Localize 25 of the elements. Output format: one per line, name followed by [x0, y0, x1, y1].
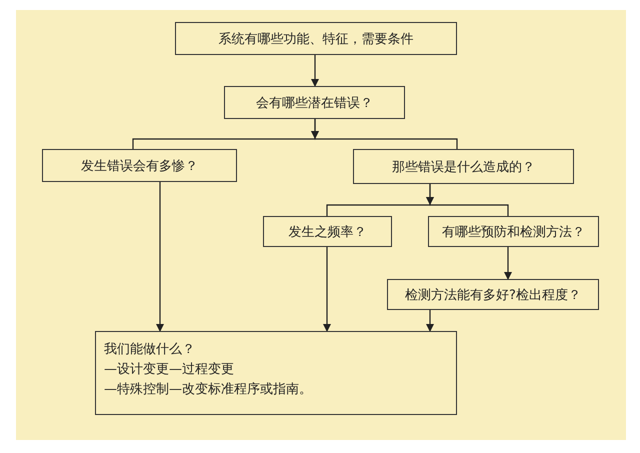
arrow	[311, 55, 319, 87]
box-text: 系统有哪些功能、特征，需要条件	[218, 30, 414, 48]
process-box	[428, 216, 599, 247]
process-box	[42, 149, 237, 182]
box-text: 发生错误会有多惨？	[81, 158, 198, 174]
arrow	[311, 119, 458, 149]
arrow	[426, 184, 509, 216]
arrow	[504, 247, 512, 280]
arrow	[426, 310, 434, 332]
box-text: 发生之频率？	[288, 224, 366, 240]
box-text: 那些错误是什么造成的？	[392, 158, 535, 176]
box-text: 我们能做什么？	[104, 341, 195, 359]
box-text: —设计变更—过程变更	[104, 361, 234, 379]
box-text: 有哪些预防和检测方法？	[442, 224, 585, 240]
box-text: 检测方法能有多好?检出程度？	[405, 286, 581, 304]
process-box	[95, 331, 457, 415]
arrow	[156, 182, 164, 332]
process-box	[387, 279, 599, 310]
process-box	[224, 86, 405, 119]
box-text: 会有哪些潜在错误？	[256, 94, 373, 112]
process-box	[175, 22, 457, 55]
process-box	[263, 216, 392, 247]
box-text: —特殊控制—改变标准程序或指南。	[104, 381, 312, 399]
arrow	[323, 247, 331, 332]
process-box	[353, 149, 574, 184]
